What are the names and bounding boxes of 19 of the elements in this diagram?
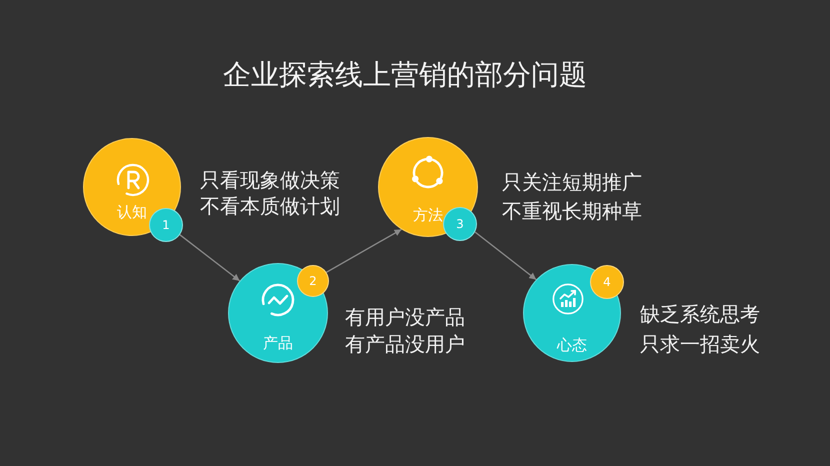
caption-text: 不看本质做计划 [200, 194, 340, 218]
step-number-badge: 1 [149, 208, 183, 242]
title: 企业探索线上营销的部分问题 [223, 57, 587, 93]
caption-text: 缺乏系统思考 [640, 302, 760, 326]
circle-label: 认知 [117, 202, 147, 220]
step-number-badge: 3 [443, 207, 477, 241]
caption-text: 只求一招卖火 [640, 332, 760, 356]
caption-text: 有产品没用户 [345, 332, 465, 356]
step-number-badge: 4 [590, 265, 624, 299]
caption-text: 有用户没产品 [345, 305, 465, 329]
caption-text: 不重视长期种草 [502, 199, 642, 223]
circle-label: 心态 [557, 336, 587, 354]
circle-label: 方法 [413, 206, 443, 224]
caption-text: 只看现象做决策 [200, 168, 340, 192]
arrow [474, 231, 537, 280]
circle-label: 产品 [263, 334, 293, 352]
caption-text: 只关注短期推广 [502, 170, 642, 194]
arrow [180, 234, 240, 282]
arrow [326, 228, 402, 273]
